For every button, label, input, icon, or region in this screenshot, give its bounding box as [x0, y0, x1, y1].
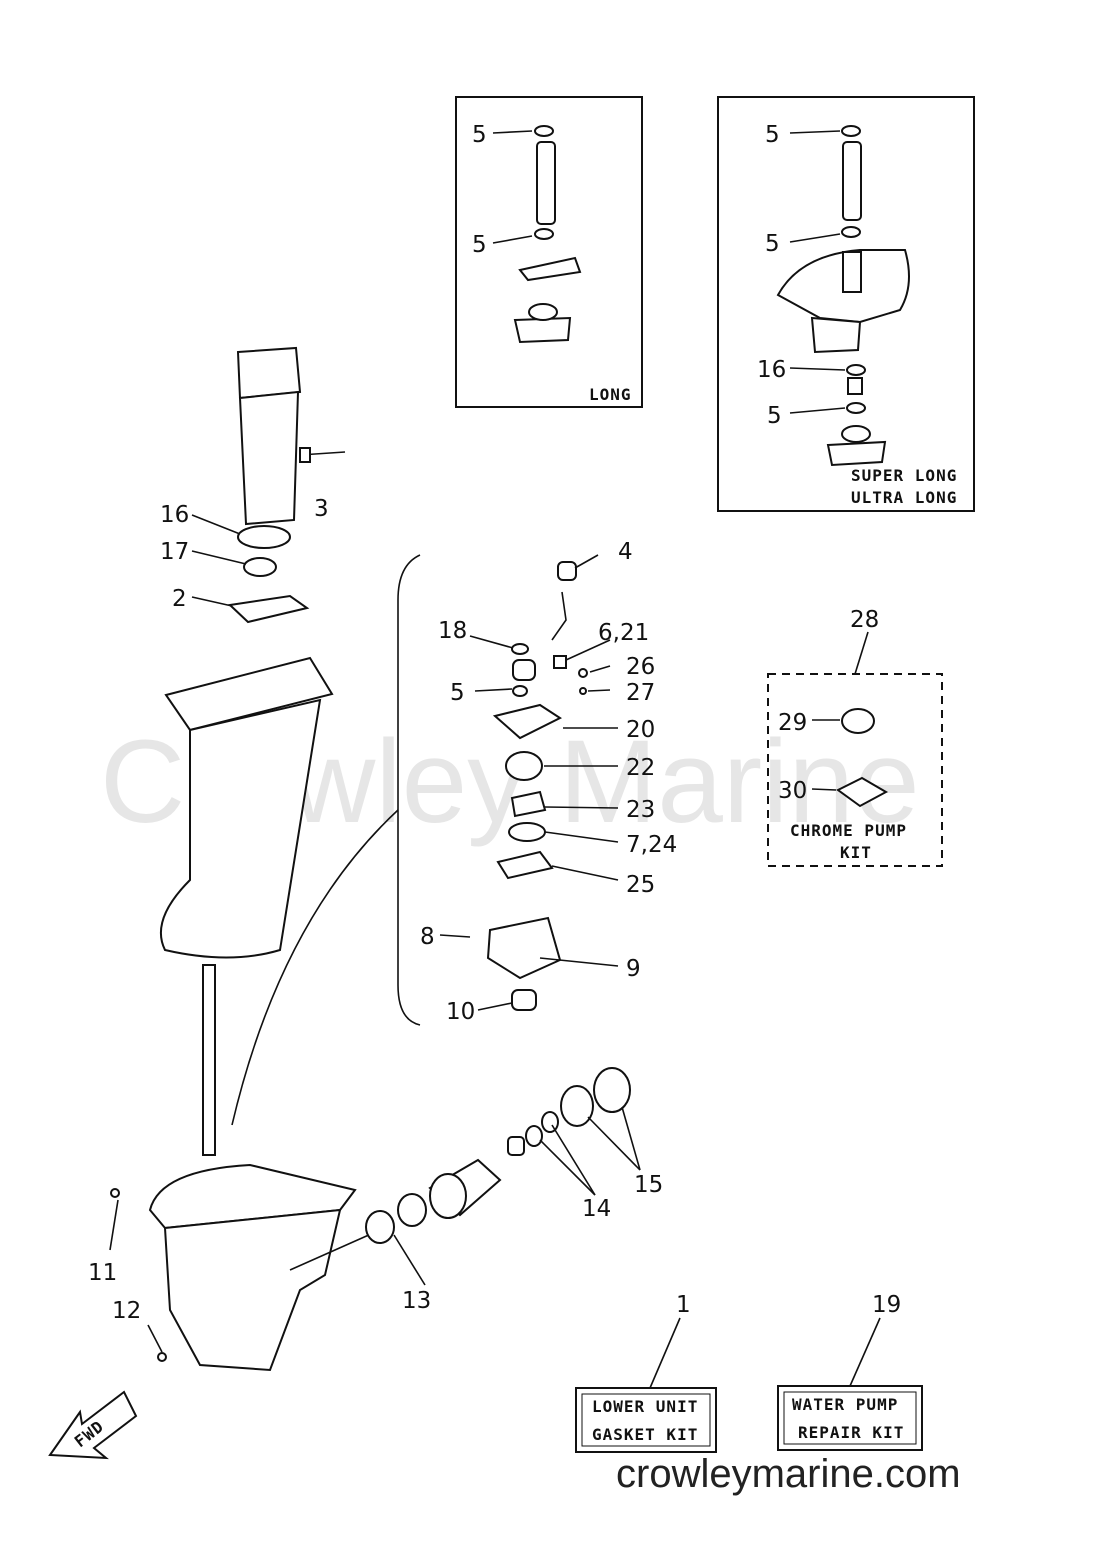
- inset-long: 5 5 LONG: [455, 96, 643, 408]
- callout-17: 17: [160, 539, 189, 565]
- chrome-pump-kit-line2: KIT: [840, 843, 872, 862]
- callout-22: 22: [626, 755, 655, 781]
- callout-25: 25: [626, 872, 655, 898]
- callout-5: 5: [472, 232, 487, 258]
- inset-ultra-long-label: ULTRA LONG: [851, 488, 957, 507]
- callout-23: 23: [626, 797, 655, 823]
- callout-20: 20: [626, 717, 655, 743]
- callout-18: 18: [438, 618, 467, 644]
- callout-1: 1: [676, 1292, 691, 1318]
- callout-9: 9: [626, 956, 641, 982]
- callout-5: 5: [765, 231, 780, 257]
- inset-super-long: 5 5 16 5 SUPER LONG ULTRA LONG: [717, 96, 975, 512]
- callout-28: 28: [850, 607, 879, 633]
- callout-16: 16: [757, 357, 786, 383]
- lower-unit-gasket-kit: 1 LOWER UNIT GASKET KIT: [575, 1292, 717, 1453]
- callout-29: 29: [778, 710, 807, 736]
- water-pump-kit-line2: REPAIR KIT: [798, 1423, 904, 1442]
- callout-4: 4: [618, 539, 633, 565]
- callout-2: 2: [172, 586, 187, 612]
- chrome-pump-kit-line1: CHROME PUMP: [790, 821, 907, 840]
- water-pump-kit-line1: WATER PUMP: [792, 1395, 898, 1414]
- lower-unit-kit-line2: GASKET KIT: [592, 1425, 698, 1444]
- lower-unit: 11 12 13 14 15: [88, 964, 663, 1372]
- water-pump-repair-kit: 19 WATER PUMP REPAIR KIT: [777, 1292, 923, 1451]
- chrome-pump-kit: 28 29 30 CHROME PUMP KIT: [767, 607, 943, 867]
- callout-5: 5: [767, 403, 782, 429]
- callout-30: 30: [778, 778, 807, 804]
- upper-casing: 16 17 2 3: [159, 346, 346, 959]
- inset-super-long-label: SUPER LONG: [851, 466, 957, 485]
- site-url: crowleymarine.com: [616, 1452, 961, 1496]
- callout-11: 11: [88, 1260, 117, 1286]
- callout-15: 15: [634, 1172, 663, 1198]
- callout-13: 13: [402, 1288, 431, 1314]
- callout-14: 14: [582, 1196, 611, 1222]
- callout-5: 5: [472, 122, 487, 148]
- callout-8: 8: [420, 924, 435, 950]
- fwd-arrow: FWD: [48, 1390, 138, 1460]
- callout-27: 27: [626, 680, 655, 706]
- lower-unit-kit-line1: LOWER UNIT: [592, 1397, 698, 1416]
- callout-19: 19: [872, 1292, 901, 1318]
- callout-3: 3: [314, 496, 329, 522]
- callout-16: 16: [160, 502, 189, 528]
- callout-26: 26: [626, 654, 655, 680]
- water-pump-group: 4 18 6,21 26 27 5 20 22 23 7,24 25 8 9 1…: [231, 539, 677, 1126]
- callout-7-24: 7,24: [626, 832, 677, 858]
- callout-5: 5: [450, 680, 465, 706]
- callout-10: 10: [446, 999, 475, 1025]
- callout-6-21: 6,21: [598, 620, 649, 646]
- callout-12: 12: [112, 1298, 141, 1324]
- callout-5: 5: [765, 122, 780, 148]
- inset-long-label: LONG: [589, 385, 632, 404]
